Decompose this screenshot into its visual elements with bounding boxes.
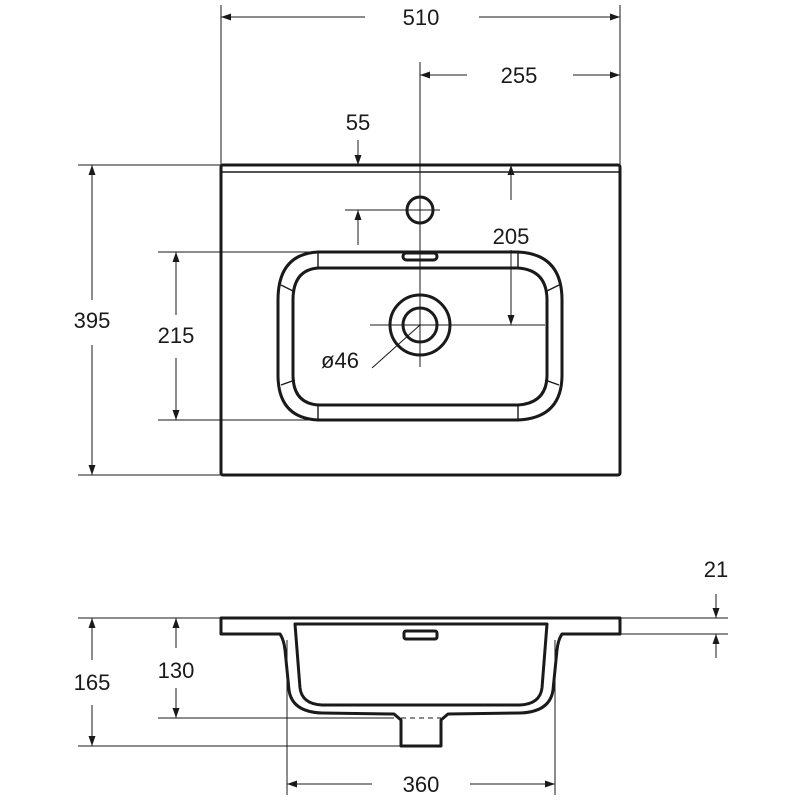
sink-profile-outer — [219, 616, 622, 748]
label-bowl-depth: 215 — [158, 323, 195, 348]
facet-line — [280, 284, 296, 293]
label-drain-diameter: ø46 — [321, 348, 359, 373]
overflow-slot-side — [402, 629, 439, 641]
label-tap-offset: 55 — [346, 110, 370, 135]
label-rim-thickness: 21 — [704, 557, 728, 582]
facet-line — [280, 379, 296, 386]
label-bowl-height: 130 — [158, 658, 195, 683]
label-bowl-width: 360 — [403, 772, 440, 797]
side-view: 21 165 130 360 — [74, 557, 729, 797]
facet-line — [544, 379, 560, 386]
label-half-width: 255 — [501, 63, 538, 88]
sink-profile-inner — [293, 622, 549, 707]
label-overall-depth: 395 — [74, 308, 111, 333]
label-overall-width: 510 — [403, 5, 440, 30]
label-total-height: 165 — [74, 670, 111, 695]
top-view: 510 255 55 205 395 215 ø46 — [74, 5, 622, 477]
facet-line — [544, 284, 560, 293]
label-drain-offset: 205 — [493, 224, 530, 249]
drain-leader-line — [371, 324, 421, 369]
